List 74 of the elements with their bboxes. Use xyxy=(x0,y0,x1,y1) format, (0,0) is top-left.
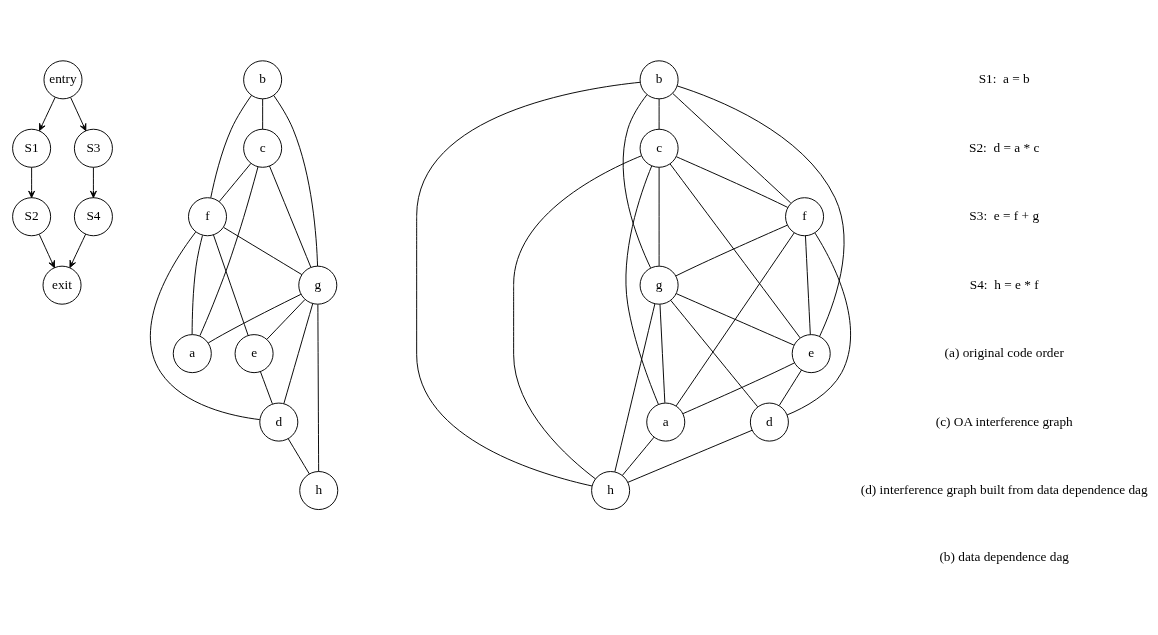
connector xyxy=(283,303,314,404)
connector xyxy=(622,94,651,269)
node-circle: e xyxy=(234,334,274,374)
connector xyxy=(213,234,249,336)
connector xyxy=(287,438,310,475)
connector xyxy=(262,98,264,130)
node-circle: a xyxy=(172,334,212,374)
node-circle: b xyxy=(243,60,283,100)
label: (c) OA interference graph xyxy=(935,413,1073,429)
connector xyxy=(804,235,811,335)
node-circle: h xyxy=(299,471,339,511)
node-circle: c xyxy=(639,128,679,168)
connector xyxy=(218,162,252,203)
connector xyxy=(658,166,660,267)
label: S3: e = f + g xyxy=(969,208,1040,224)
arrow xyxy=(69,233,87,268)
node-circle: exit xyxy=(42,265,82,305)
node-circle: entry xyxy=(43,60,83,100)
connector xyxy=(675,156,789,208)
connector xyxy=(149,231,261,421)
arrow xyxy=(89,166,97,199)
connector xyxy=(199,166,259,337)
node-circle: S4 xyxy=(73,197,113,237)
arrow xyxy=(39,96,56,132)
node-circle: b xyxy=(639,60,679,100)
connector xyxy=(207,293,302,344)
connector xyxy=(416,81,641,487)
node-circle: g xyxy=(639,265,679,305)
connector xyxy=(659,303,666,404)
node-circle: e xyxy=(791,334,831,374)
connector xyxy=(670,299,759,408)
node-circle: a xyxy=(646,402,686,442)
connector xyxy=(658,98,660,130)
connector xyxy=(672,93,792,204)
node-circle: S3 xyxy=(73,128,113,168)
connector xyxy=(210,94,252,199)
connector xyxy=(669,163,801,339)
connector xyxy=(269,165,312,268)
arrow xyxy=(70,97,87,132)
connector xyxy=(675,224,788,277)
arrow xyxy=(28,166,36,199)
node-circle: S1 xyxy=(12,128,52,168)
connector xyxy=(682,362,795,415)
connector xyxy=(778,369,802,406)
node-circle: h xyxy=(591,471,631,511)
node-circle: S2 xyxy=(12,197,52,237)
connector xyxy=(625,165,659,405)
connector xyxy=(676,85,845,337)
connector xyxy=(317,304,320,472)
node-circle: d xyxy=(259,402,299,442)
label: S4: h = e * f xyxy=(969,276,1039,292)
label: (b) data dependence dag xyxy=(939,548,1069,564)
connector xyxy=(786,232,852,416)
label: (d) interference graph built from data dependence dag xyxy=(860,482,1148,498)
connector xyxy=(627,429,753,483)
connector xyxy=(260,371,273,405)
node-circle: g xyxy=(298,265,338,305)
connector xyxy=(614,303,656,473)
connector xyxy=(513,155,643,480)
node-circle: c xyxy=(243,128,283,168)
node-circle: f xyxy=(785,197,825,237)
connector xyxy=(621,436,655,476)
arrow xyxy=(38,234,55,269)
label: S1: a = b xyxy=(978,71,1030,87)
label: (a) original code order xyxy=(944,345,1064,361)
label: S2: d = a * c xyxy=(969,139,1040,155)
connector xyxy=(191,235,203,335)
node-circle: f xyxy=(188,197,227,237)
connector xyxy=(223,227,303,276)
connector xyxy=(266,299,306,340)
connector xyxy=(273,94,319,267)
connector xyxy=(675,232,795,407)
node-circle: d xyxy=(749,402,789,442)
connector xyxy=(675,293,795,346)
